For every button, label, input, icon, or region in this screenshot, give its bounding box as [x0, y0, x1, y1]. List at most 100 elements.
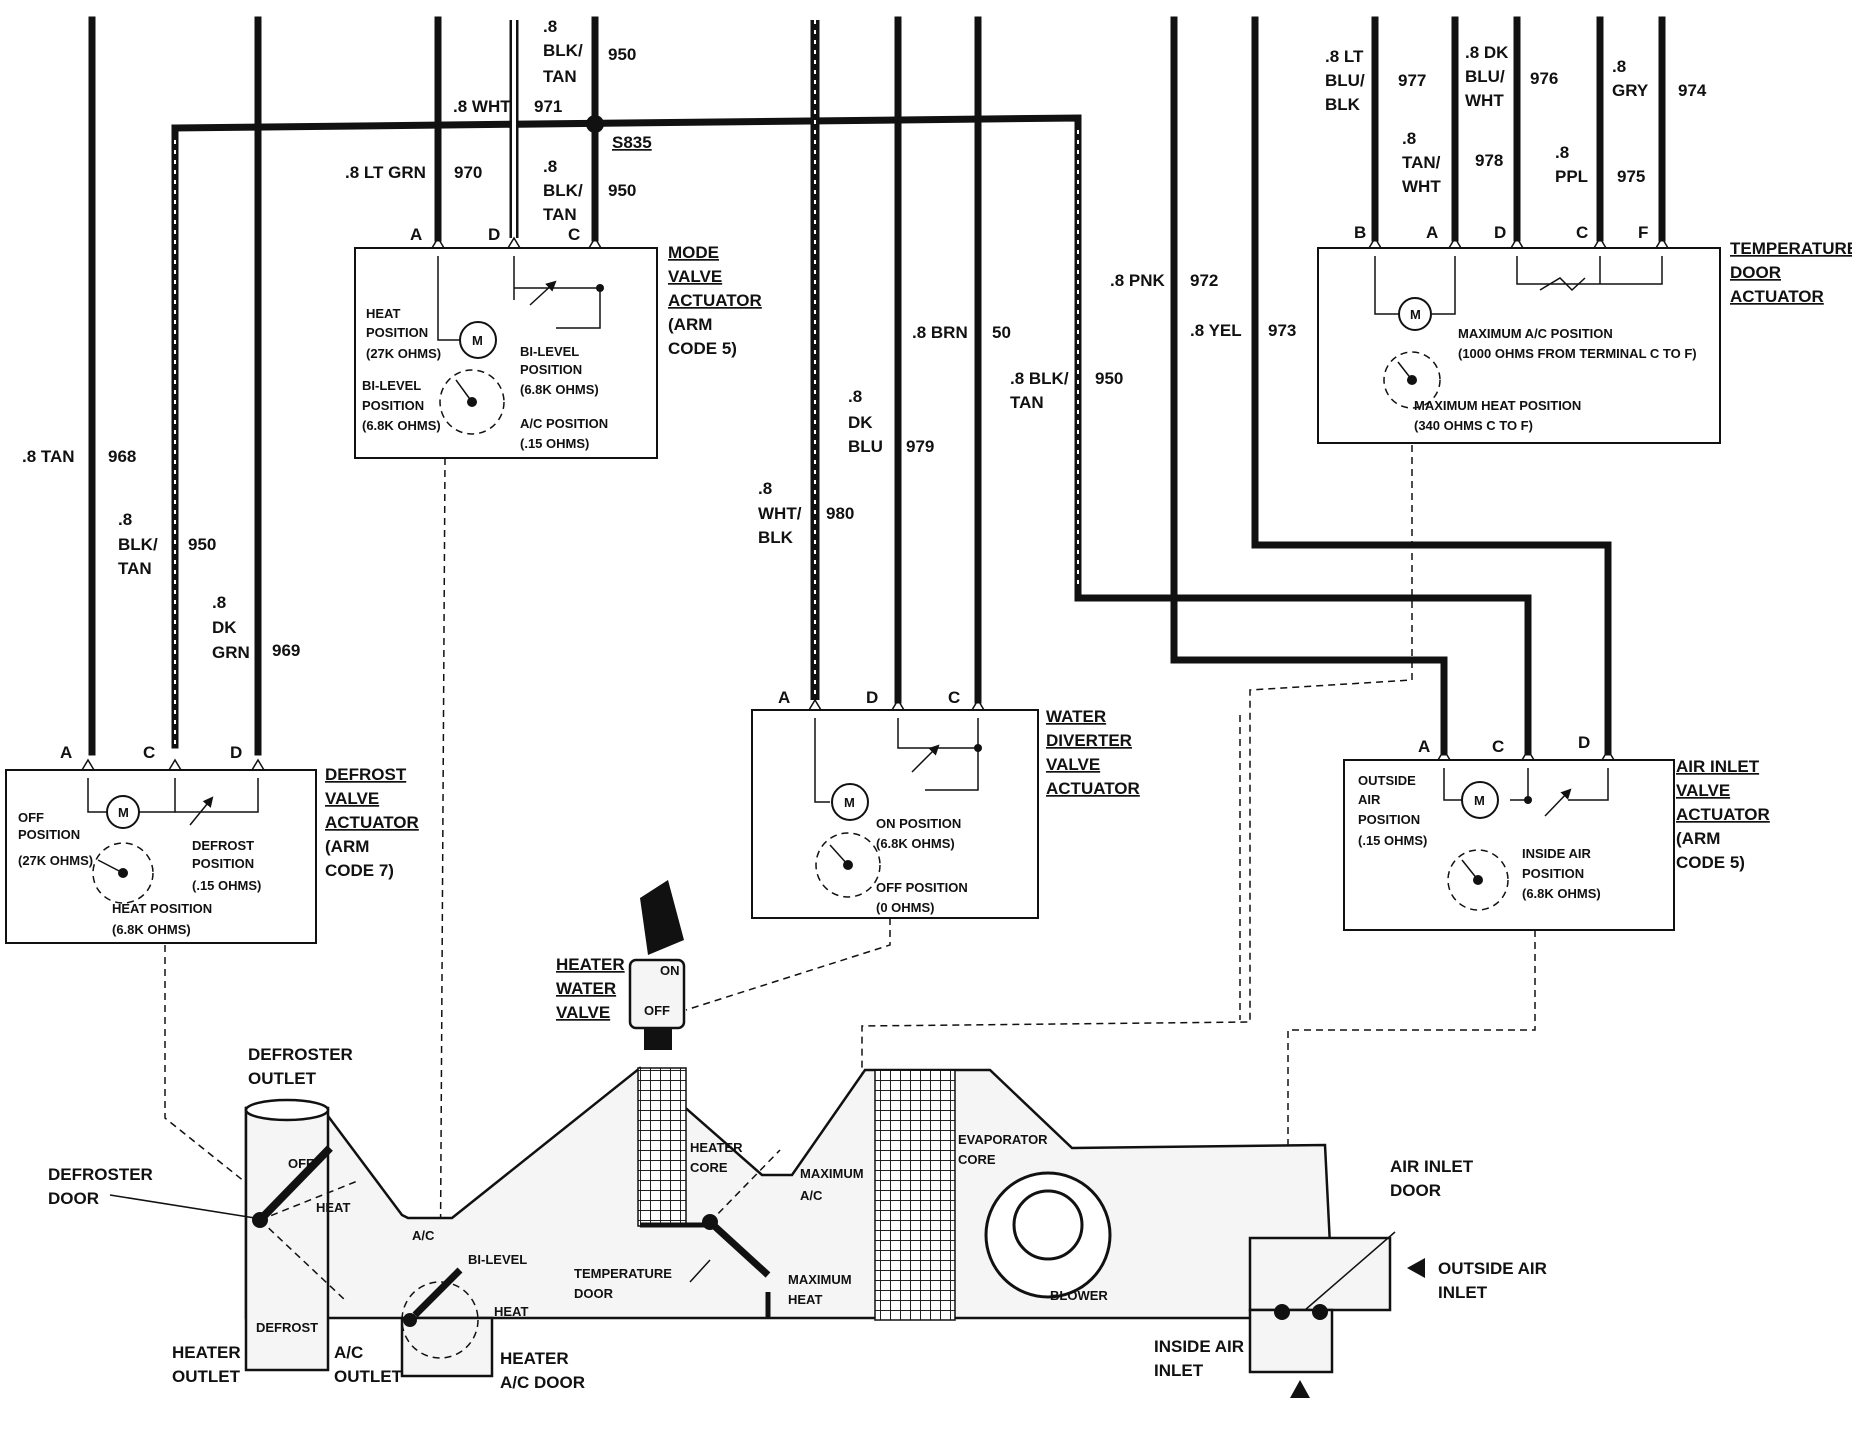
wire-975-circuit: 975 [1617, 167, 1645, 186]
diagram-shape [189, 796, 214, 826]
diagram-label: ACTUATOR [668, 291, 762, 310]
diagram-label: M [118, 805, 129, 820]
diagram-label: M [472, 333, 483, 348]
diagram-label: A/C POSITION [520, 416, 608, 431]
diagram-shape [1343, 759, 1675, 931]
wire-950-color-b: BLK/ [118, 535, 158, 554]
diagram-shape [1274, 1304, 1290, 1320]
diagram-shape [1461, 859, 1479, 881]
diagram-label: (340 OHMS C TO F) [1414, 418, 1533, 433]
diagram-shape [829, 844, 849, 866]
wire-977-color-c: BLK [1325, 95, 1361, 114]
diagram-label: AIR INLET [1676, 757, 1760, 776]
wire-978-color-c: WHT [1402, 177, 1441, 196]
diagram-label: TEMPERATURE [1730, 239, 1852, 258]
diagram-label: VALVE [556, 1003, 610, 1022]
diagram-label: (.15 OHMS) [192, 878, 261, 893]
wire-979-color-b: DK [848, 413, 873, 432]
diagram-label: (6.8K OHMS) [1522, 886, 1601, 901]
actuator-linkages [164, 445, 1536, 1323]
defrost-motor-icon [106, 795, 140, 829]
wire-978-color-b: TAN/ [1402, 153, 1441, 172]
diagram-shape [439, 457, 446, 1323]
wire-950-top-color-b: BLK/ [543, 41, 583, 60]
wire-980-color-a: .8 [758, 479, 772, 498]
diagram-label: (6.8K OHMS) [520, 382, 599, 397]
wire-50-color: .8 BRN [912, 323, 968, 342]
diagram-shape [354, 247, 658, 459]
diagram-label: ON [660, 963, 680, 978]
diagram-label: HEAT [366, 306, 400, 321]
wire-950-top-circuit: 950 [608, 45, 636, 64]
diagram-label: HEATER [556, 955, 625, 974]
diagram-label: (ARM [325, 837, 369, 856]
diagram-label: (ARM [668, 315, 712, 334]
diagram-shape [685, 918, 891, 1011]
diagram-label: BI-LEVEL [362, 378, 421, 393]
wire-978-color-a: .8 [1402, 129, 1416, 148]
diagram-shape [596, 284, 604, 292]
diagram-label: HEATER [500, 1349, 569, 1368]
inside-air-arrow-icon [1290, 1380, 1310, 1398]
wire-979-color-a: .8 [848, 387, 862, 406]
wire-974-color-a: .8 [1612, 57, 1626, 76]
diagram-shape [815, 832, 881, 898]
diagram-label: A [1418, 737, 1430, 756]
diagram-label: INSIDE AIR [1154, 1337, 1244, 1356]
diagram-label: HEATER [690, 1140, 743, 1155]
wire-950-mid-color-c: TAN [543, 205, 577, 224]
diagram-label: INLET [1154, 1361, 1204, 1380]
diagram-label: A/C [800, 1188, 823, 1203]
diagram-label: B [1354, 223, 1366, 242]
diagram-label: DEFROST [325, 765, 407, 784]
diagram-label: WATER [1046, 707, 1106, 726]
diagram-label: (0 OHMS) [876, 900, 935, 915]
wire-980-color-c: BLK [758, 528, 794, 547]
wire-973-color: .8 YEL [1190, 321, 1242, 340]
wire-950-mid-color-b: BLK/ [543, 181, 583, 200]
diagram-label: DEFROST [256, 1320, 318, 1335]
diagram-label: DIVERTER [1046, 731, 1132, 750]
diagram-label: D [488, 225, 500, 244]
wire-971-color: .8 WHT [453, 97, 511, 116]
diagram-shape [1304, 1231, 1396, 1311]
diagram-label: DOOR [574, 1286, 614, 1301]
diagram-label: (6.8K OHMS) [362, 418, 441, 433]
diagram-label: DOOR [1730, 263, 1781, 282]
wire-976-color-b: BLU/ [1465, 67, 1505, 86]
mode-valve-actuator: A D C M HEAT POSITION (27K OHMS) BI-LEVE… [354, 225, 762, 459]
diagram-label: C [568, 225, 580, 244]
wire-979-circuit: 979 [906, 437, 934, 456]
diagram-label: D [866, 688, 878, 707]
diagram-label: DEFROSTER [48, 1165, 153, 1184]
diagram-label: WATER [556, 979, 616, 998]
wire-950-right-circuit: 950 [1095, 369, 1123, 388]
diagram-label: M [1410, 307, 1421, 322]
diagram-label: OUTLET [334, 1367, 403, 1386]
diagram-label: ON POSITION [876, 816, 961, 831]
diagram-label: POSITION [362, 398, 424, 413]
diagram-shape [5, 769, 317, 944]
wire-950-color-c: TAN [118, 559, 152, 578]
diagram-label: C [1576, 223, 1588, 242]
temperature-door-actuator: B A D C F M MAXIMUM A/C POSITION (1000 O… [1317, 223, 1852, 444]
outside-air-arrow-icon [1407, 1258, 1425, 1278]
diagram-shape [1383, 351, 1441, 409]
diagram-label: M [1474, 793, 1485, 808]
diagram-shape [1524, 796, 1532, 804]
diagram-label: HEAT [494, 1304, 528, 1319]
diagram-label: A [410, 225, 422, 244]
diagram-label: OFF [18, 810, 44, 825]
diagram-label: OUTSIDE [1358, 773, 1416, 788]
defrost-valve-actuator: A C D M OFF POSITION (27K OHMS) DEFROST … [5, 743, 419, 944]
diagram-shape [81, 758, 265, 771]
diagram-label: POSITION [192, 856, 254, 871]
wire-969-circuit: 969 [272, 641, 300, 660]
mode-motor-icon [459, 321, 497, 359]
air-inlet-motor-icon [1461, 781, 1499, 819]
diagram-label: MAXIMUM A/C POSITION [1458, 326, 1613, 341]
diagram-label: CORE [958, 1152, 996, 1167]
diagram-label: (.15 OHMS) [520, 436, 589, 451]
diagram-label: OUTSIDE AIR [1438, 1259, 1547, 1278]
